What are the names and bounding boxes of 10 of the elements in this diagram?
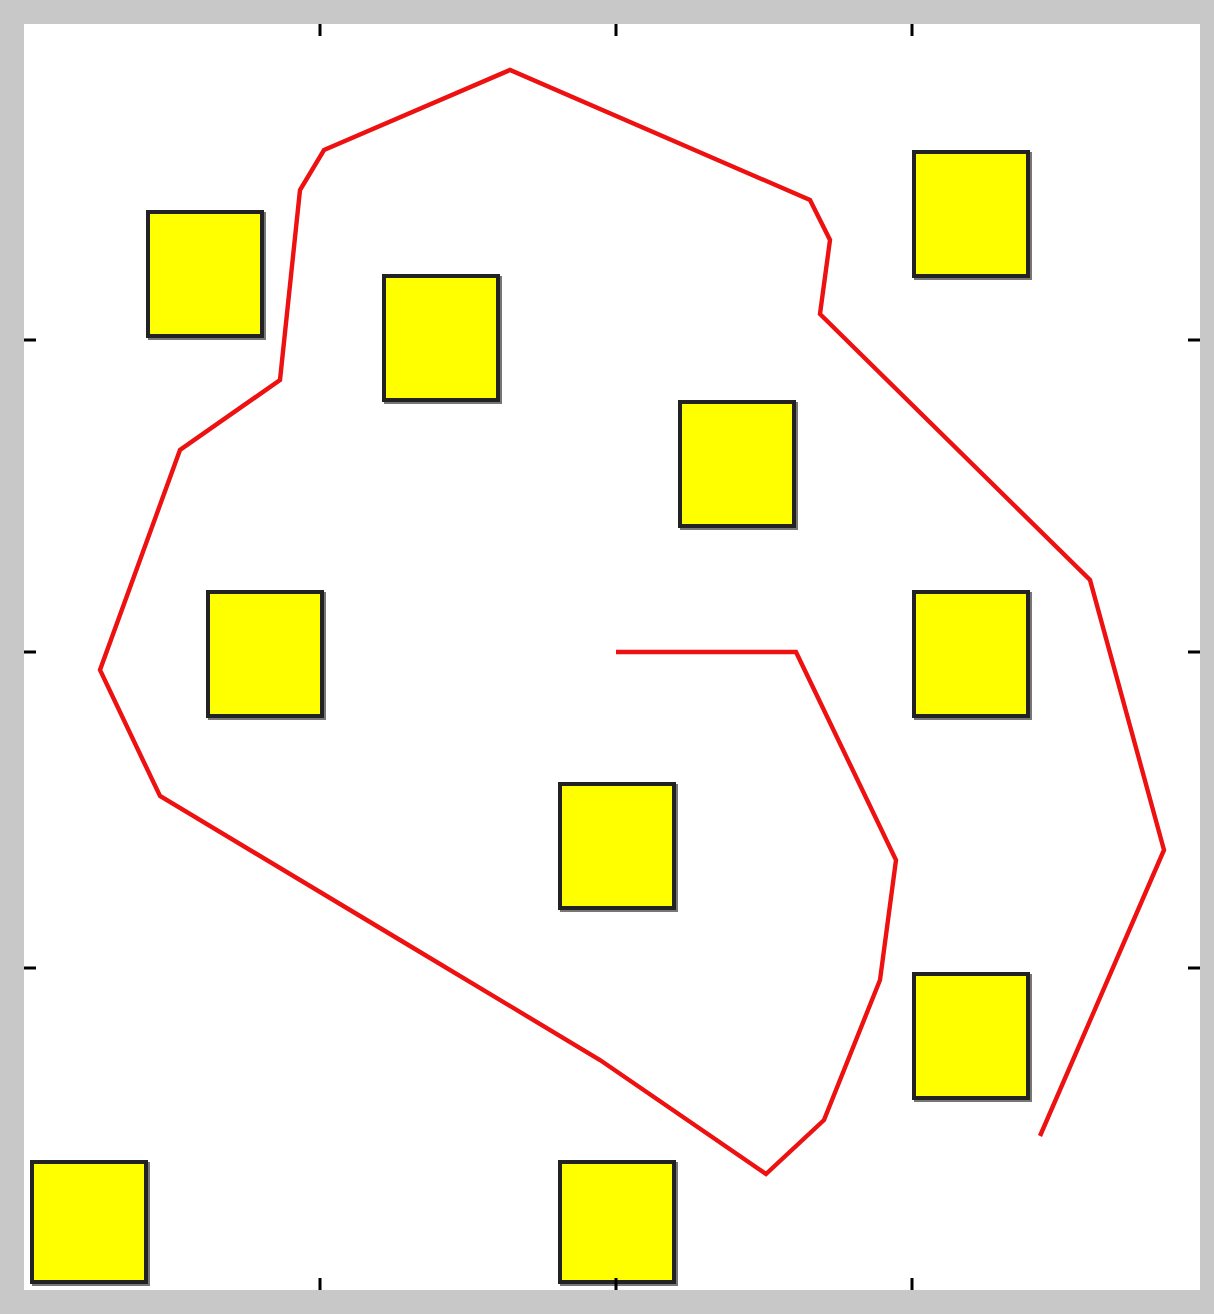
square-marker — [206, 590, 324, 718]
square-marker — [30, 1160, 148, 1284]
square-marker — [912, 150, 1030, 278]
square-marker — [146, 210, 264, 338]
square-marker — [382, 274, 500, 402]
square-marker — [558, 782, 676, 910]
square-marker — [912, 590, 1030, 718]
square-marker — [912, 972, 1030, 1100]
square-marker — [558, 1160, 676, 1284]
square-marker — [678, 400, 796, 528]
